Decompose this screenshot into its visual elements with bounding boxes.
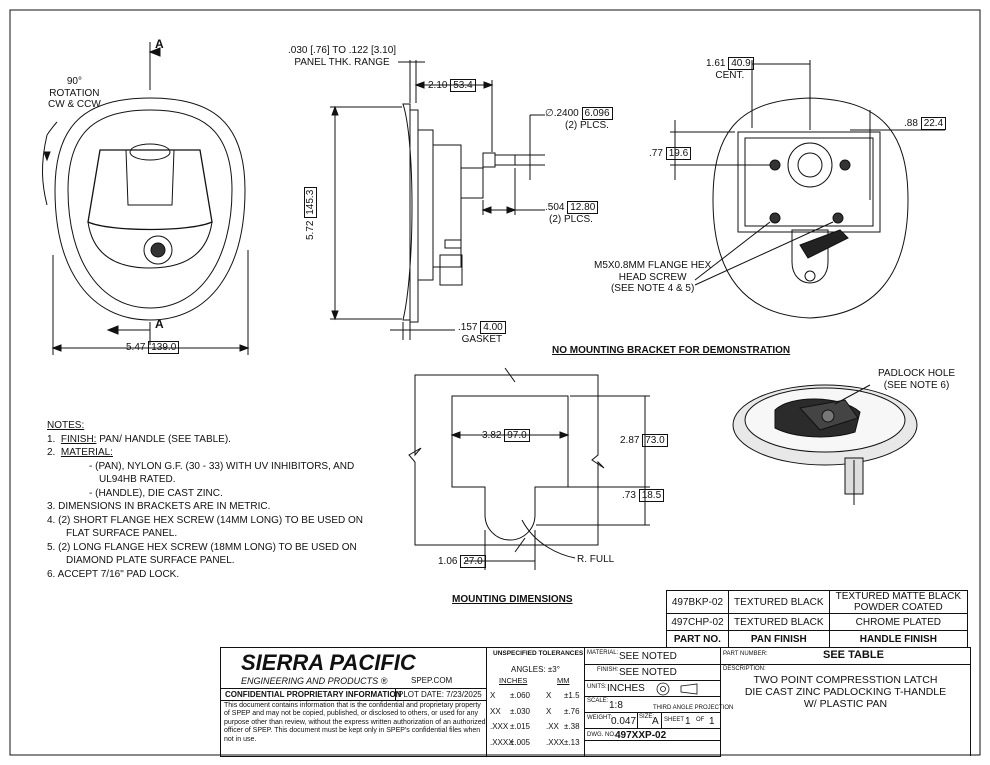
table-cell: TEXTURED BLACK bbox=[727, 613, 830, 631]
note-5b: DIAMOND PLATE SURFACE PANEL. bbox=[66, 555, 235, 566]
tolerance-mm-header: MM bbox=[557, 676, 570, 685]
height-dim: 5.72 145.3 bbox=[304, 186, 317, 240]
material-label: MATERIAL: bbox=[587, 650, 619, 656]
finish-table: 497BKP-02 TEXTURED BLACK TEXTURED MATTE … bbox=[666, 590, 969, 648]
notes-block: NOTES: 1. FINISH: PAN/ HANDLE (SEE TABLE… bbox=[47, 419, 363, 581]
side-view bbox=[330, 60, 545, 340]
note-1: 1. FINISH: PAN/ HANDLE (SEE TABLE). bbox=[47, 433, 231, 445]
table-header: PAN FINISH bbox=[727, 630, 830, 648]
tab-width-dim: 1.06 27.0 bbox=[438, 555, 486, 568]
table-cell: 497CHP-02 bbox=[666, 613, 729, 631]
company-name: SIERRA PACIFIC bbox=[241, 650, 416, 675]
description-block: PART NUMBER: SEE TABLE DESCRIPTION: TWO … bbox=[720, 647, 971, 756]
weight-label: WEIGHT: bbox=[587, 715, 612, 721]
sheet-value: 1 bbox=[685, 716, 691, 727]
section-label-bottom: A bbox=[155, 317, 164, 331]
note-6: 6. ACCEPT 7/16" PAD LOCK. bbox=[47, 568, 180, 580]
width-dim: 5.47 139.0 bbox=[126, 341, 180, 354]
table-cell: TEXTURED MATTE BLACK POWDER COATED bbox=[828, 590, 969, 614]
size-value: A bbox=[652, 716, 659, 727]
depth-dim: 2.10 53.4 bbox=[428, 79, 476, 92]
part-number-value: SEE TABLE bbox=[823, 649, 884, 661]
description-label: DESCRIPTION: bbox=[723, 666, 766, 672]
right-dim: .88 22.4 bbox=[904, 117, 947, 130]
tolerance-angles: ANGLES: ±3° bbox=[511, 665, 560, 674]
tab-height-dim: .73 18.5 bbox=[622, 489, 665, 502]
back-view bbox=[670, 60, 945, 319]
material-value: SEE NOTED bbox=[619, 651, 677, 662]
units-label: UNITS: bbox=[587, 684, 607, 690]
table-cell: CHROME PLATED bbox=[828, 613, 969, 631]
panel-thk-label: .030 [.76] TO .122 [3.10]PANEL THK. RANG… bbox=[288, 45, 397, 68]
table-header: HANDLE FINISH bbox=[828, 630, 969, 648]
plot-date: PLOT DATE: 7/23/2025 bbox=[398, 690, 482, 699]
note-2b: UL94HB RATED. bbox=[99, 474, 176, 485]
hole-dim: ∅.2400 6.096(2) PLCS. bbox=[545, 107, 613, 131]
tolerance-row: .XXX±.015.XX±.38 bbox=[490, 722, 580, 731]
units-value: INCHES bbox=[607, 683, 645, 694]
tolerance-row: .XXXX±.005.XXX±.13 bbox=[490, 737, 580, 747]
size-label: SIZE: bbox=[639, 714, 655, 720]
isometric-view bbox=[732, 384, 918, 505]
of-label: OF bbox=[696, 717, 705, 723]
radius-callout: R. FULL bbox=[577, 554, 615, 565]
company-website: SPEP.COM bbox=[411, 676, 453, 685]
notes-title: NOTES: bbox=[47, 420, 85, 431]
note-4b: FLAT SURFACE PANEL. bbox=[66, 528, 178, 539]
title-block-company: SIERRA PACIFIC ENGINEERING AND PRODUCTS … bbox=[220, 647, 487, 757]
note-2a: - (PAN), NYLON G.F. (30 - 33) WITH UV IN… bbox=[89, 460, 355, 472]
back-view-caption: NO MOUNTING BRACKET FOR DEMONSTRATION bbox=[552, 345, 791, 356]
finish-label: FINISH: bbox=[597, 667, 619, 673]
sheet-label: SHEET bbox=[664, 717, 685, 723]
tolerance-inches-header: INCHES bbox=[499, 676, 528, 685]
mounting-cutout bbox=[408, 367, 650, 570]
rotation-label: 90° ROTATION CW & CCW bbox=[48, 76, 101, 110]
left-dim: .77 19.6 bbox=[649, 147, 692, 160]
description-text: TWO POINT COMPRESSTION LATCH DIE CAST ZI… bbox=[744, 674, 947, 710]
projection-label: THIRD ANGLE PROJECTION bbox=[653, 705, 734, 711]
cutout-width-dim: 3.82 97.0 bbox=[482, 429, 530, 442]
company-subtitle: ENGINEERING AND PRODUCTS ® bbox=[241, 676, 388, 686]
table-header-row: PART NO. PAN FINISH HANDLE FINISH bbox=[666, 630, 969, 648]
table-row: 497BKP-02 TEXTURED BLACK TEXTURED MATTE … bbox=[666, 590, 969, 614]
dwg-label: DWG. NO. bbox=[587, 732, 616, 738]
table-cell: TEXTURED BLACK bbox=[727, 590, 830, 614]
of-value: 1 bbox=[709, 716, 715, 727]
table-row: 497CHP-02 TEXTURED BLACK CHROME PLATED bbox=[666, 613, 969, 631]
table-header: PART NO. bbox=[666, 630, 729, 648]
note-2c: - (HANDLE), DIE CAST ZINC. bbox=[89, 487, 223, 499]
spec-block: MATERIAL: SEE NOTED FINISH: SEE NOTED UN… bbox=[584, 647, 733, 757]
note-4a: 4. (2) SHORT FLANGE HEX SCREW (14MM LONG… bbox=[47, 514, 363, 526]
projection-symbol-icon bbox=[653, 682, 715, 696]
cutout-height-dim: 2.87 73.0 bbox=[620, 434, 668, 447]
table-cell: 497BKP-02 bbox=[666, 590, 729, 614]
confidential-label: CONFIDENTIAL PROPRIETARY INFORMATION bbox=[225, 690, 402, 699]
front-view bbox=[41, 42, 250, 355]
note-3: 3. DIMENSIONS IN BRACKETS ARE IN METRIC. bbox=[47, 501, 271, 512]
legal-text: This document contains information that … bbox=[224, 702, 486, 743]
stud-dim: .504 12.80(2) PLCS. bbox=[545, 201, 599, 225]
tolerance-block: UNSPECIFIED TOLERANCES ANGLES: ±3° INCHE… bbox=[486, 647, 585, 757]
dwg-value: 497XXP-02 bbox=[615, 730, 667, 741]
weight-value: 0.047 bbox=[611, 716, 637, 727]
scale-value: 1:8 bbox=[609, 700, 623, 711]
mounting-caption: MOUNTING DIMENSIONS bbox=[452, 594, 573, 605]
padlock-callout: PADLOCK HOLE(SEE NOTE 6) bbox=[878, 368, 956, 391]
note-2: 2. MATERIAL: bbox=[47, 447, 113, 458]
section-label-top: A bbox=[155, 37, 164, 51]
tolerance-title: UNSPECIFIED TOLERANCES bbox=[493, 650, 584, 657]
finish-value: SEE NOTED bbox=[619, 667, 677, 678]
part-number-label: PART NUMBER: bbox=[723, 651, 768, 657]
scale-label: SCALE: bbox=[587, 698, 609, 704]
note-5a: 5. (2) LONG FLANGE HEX SCREW (18MM LONG)… bbox=[47, 541, 357, 553]
